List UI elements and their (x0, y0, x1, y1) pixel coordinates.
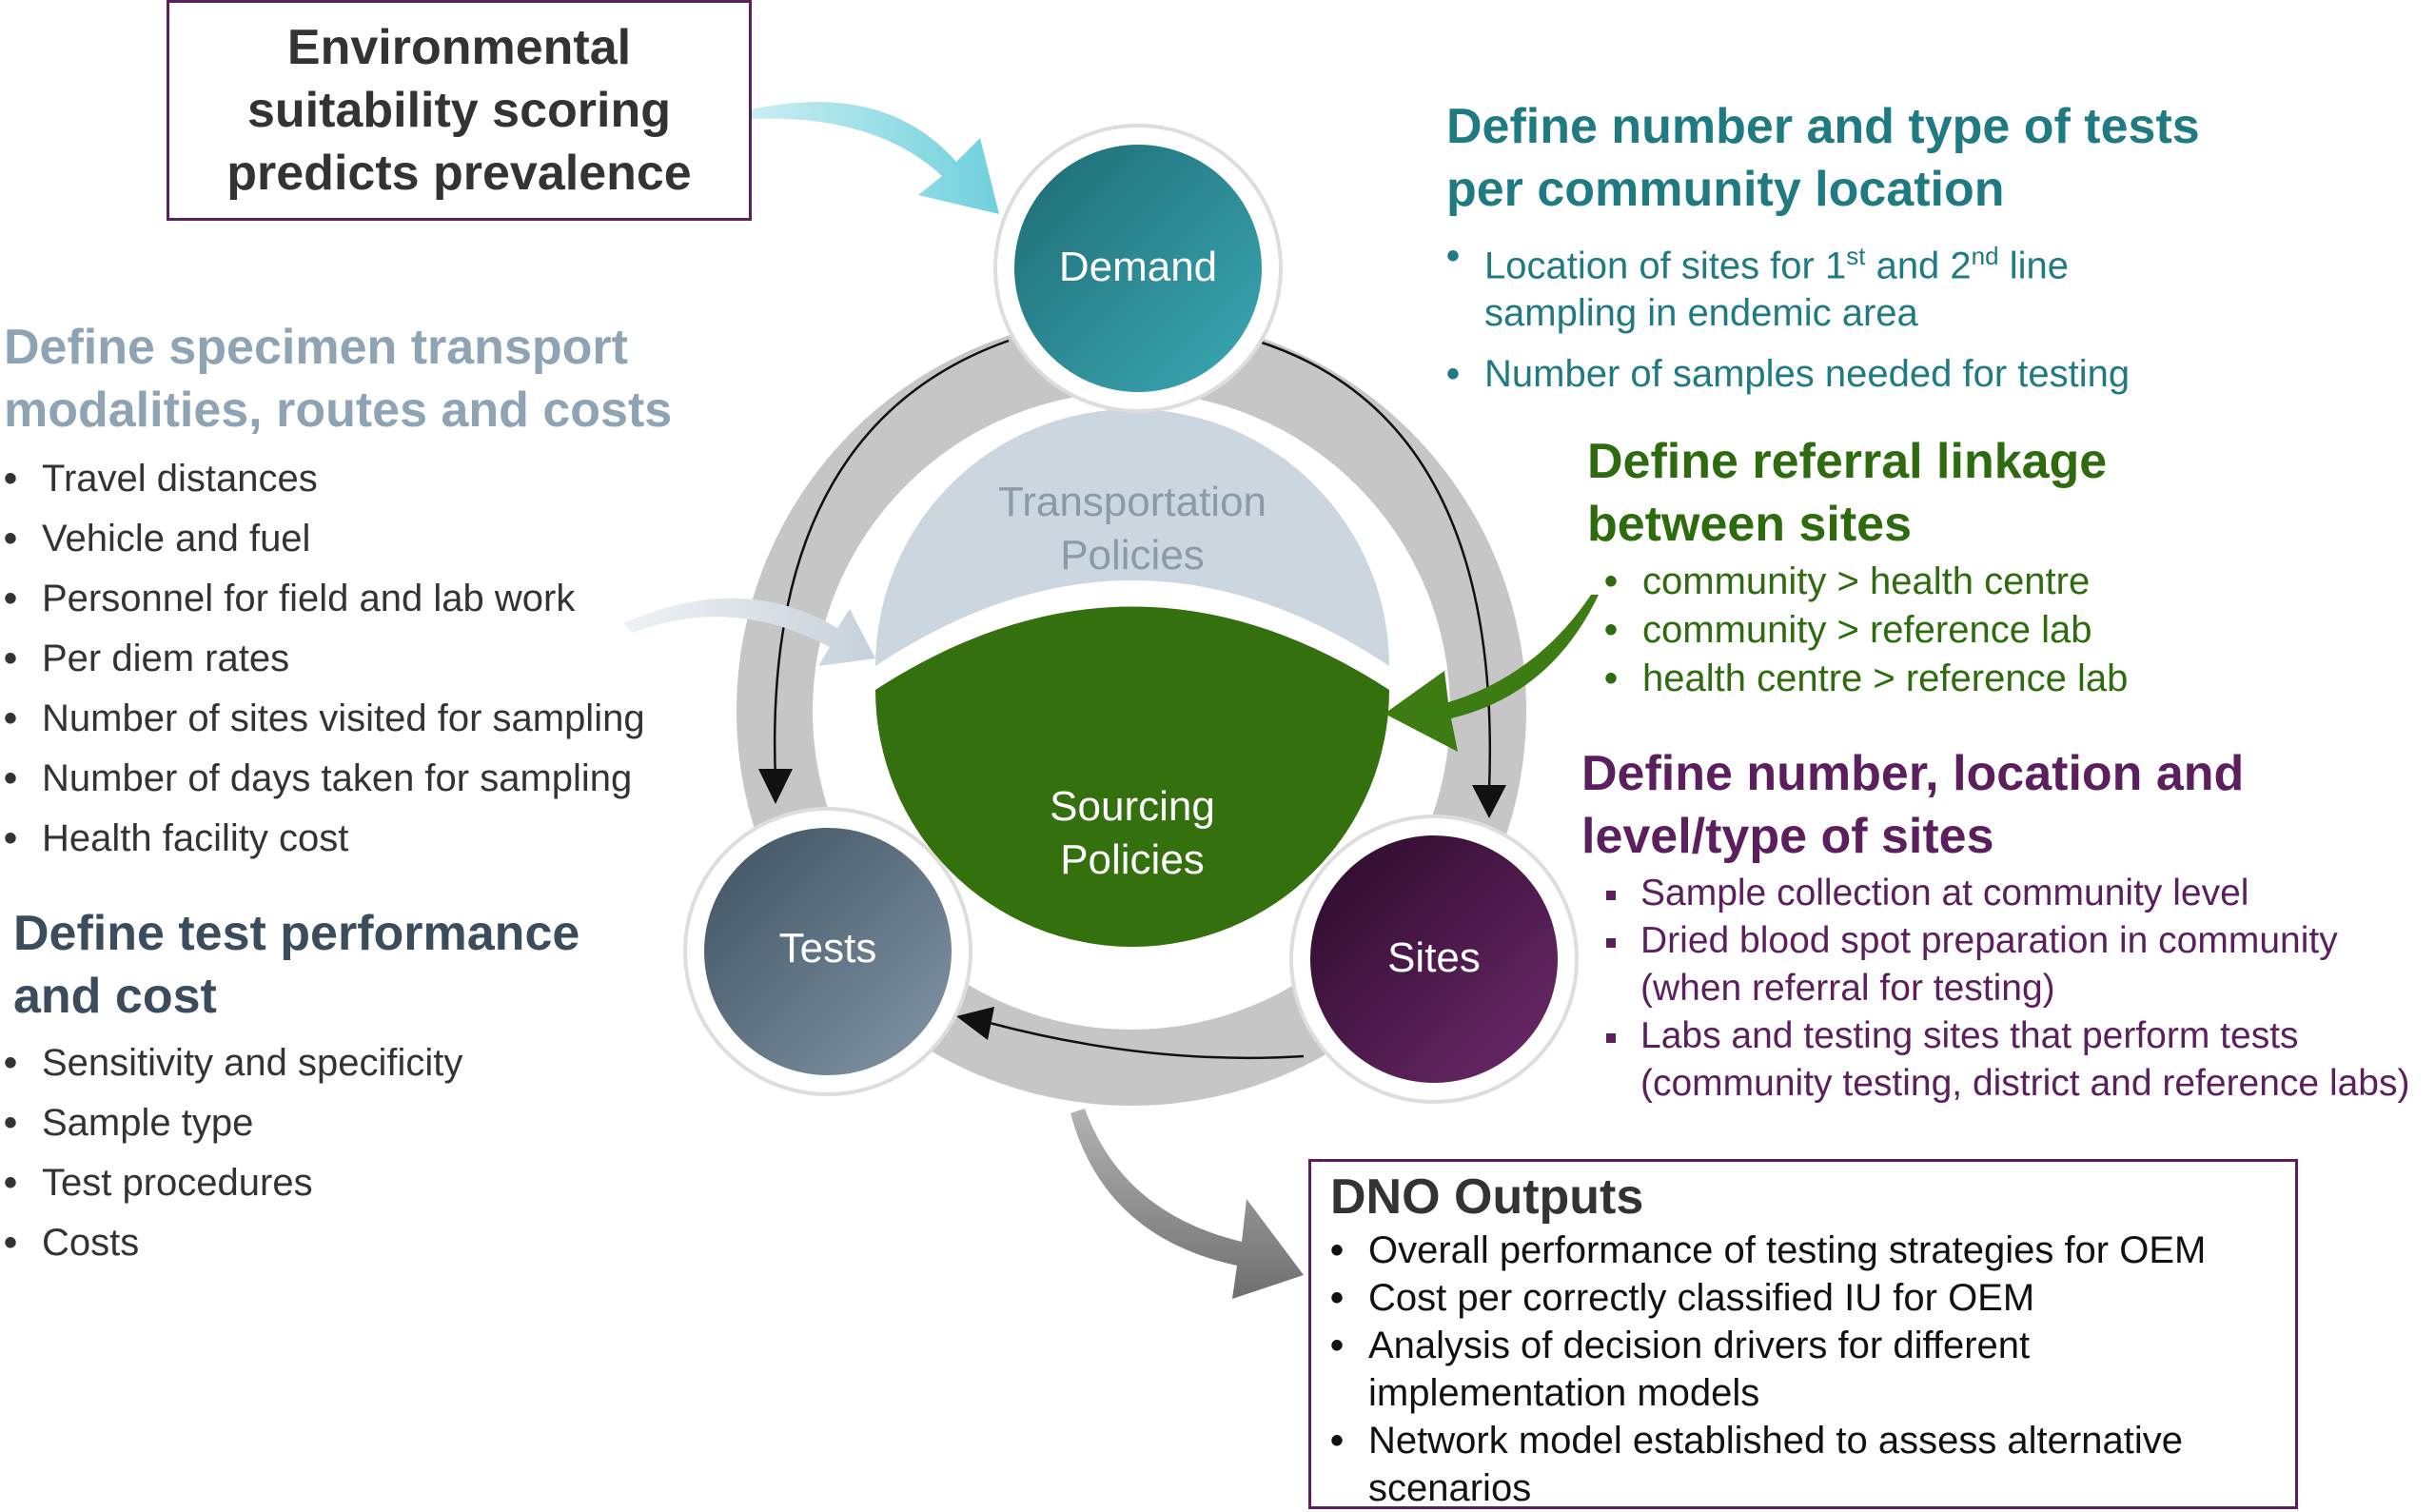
transport-panel-title: Define specimen transport modalities, ro… (4, 320, 673, 438)
cycle-arrow-head-tests-bottom (956, 1007, 994, 1040)
sites-panel: Define number, location and level/type o… (1581, 742, 2433, 1108)
test-item: Sensitivity and specificity (4, 1033, 660, 1093)
transport-item: Travel distances (4, 449, 727, 509)
transport-item: Health facility cost (4, 809, 727, 869)
dno-item: Network model established to assess alte… (1330, 1417, 2263, 1512)
demand-panel-title: Define number and type of tests per comm… (1446, 99, 2200, 217)
dno-item: Overall performance of testing strategie… (1330, 1227, 2278, 1274)
transport-item: Vehicle and fuel (4, 509, 727, 569)
referral-item: community > reference lab (1604, 606, 2196, 655)
cycle-arrow-demand-to-tests (773, 339, 1010, 781)
referral-item: health centre > reference lab (1604, 655, 2196, 703)
demand-label: Demand (1058, 244, 1218, 290)
dno-item: Cost per correctly classified IU for OEM (1330, 1274, 2278, 1322)
test-item: Test procedures (4, 1153, 660, 1213)
sites-item: Dried blood spot preparation in communit… (1600, 917, 2421, 1012)
test-panel-title: Define test performance and cost (13, 906, 580, 1024)
transportation-policies-label: Transportation Policies (997, 479, 1267, 579)
demand-panel-list: Location of sites for 1st and 2nd line s… (1446, 232, 2208, 398)
transport-item: Personnel for field and lab work (4, 569, 727, 629)
referral-panel-title: Define referral linkage between sites (1587, 434, 2108, 552)
demand-item: Number of samples needed for testing (1446, 350, 2208, 398)
demand-panel: Define number and type of tests per comm… (1446, 95, 2208, 398)
sites-item: Sample collection at community level (1600, 870, 2433, 917)
sites-label: Sites (1387, 934, 1481, 981)
env-input-arrow (752, 102, 999, 214)
dno-outputs-box: DNO Outputs Overall performance of testi… (1308, 1159, 2298, 1509)
tests-label: Tests (778, 925, 877, 972)
sourcing-policies-shape (875, 606, 1389, 947)
transportation-policies-shape (875, 409, 1389, 666)
dno-item: Analysis of decision drivers for differe… (1330, 1322, 2091, 1417)
transport-panel-list: Travel distances Vehicle and fuel Person… (4, 449, 727, 869)
transport-panel: Define specimen transport modalities, ro… (4, 316, 727, 869)
demand-item: Location of sites for 1st and 2nd line s… (1446, 232, 2208, 337)
referral-input-arrow (1384, 595, 1599, 752)
transport-item: Number of days taken for sampling (4, 749, 727, 809)
transport-item: Per diem rates (4, 629, 727, 689)
sites-item: Labs and testing sites that perform test… (1600, 1012, 2433, 1108)
cycle-arrow-head-tests (758, 769, 793, 804)
dno-output-arrow (1070, 1109, 1304, 1299)
test-item: Sample type (4, 1093, 660, 1153)
dno-outputs-list: Overall performance of testing strategie… (1330, 1227, 2278, 1512)
sites-panel-list: Sample collection at community level Dri… (1600, 870, 2433, 1108)
referral-panel: Define referral linkage between sites co… (1587, 430, 2196, 703)
tests-node (704, 828, 952, 1075)
environmental-suitability-text: Environmental suitability scoring predic… (226, 20, 692, 201)
demand-node (1014, 145, 1262, 392)
referral-item: community > health centre (1604, 558, 2196, 606)
transport-item: Number of sites visited for sampling (4, 689, 727, 749)
cycle-arrow-head-sites (1472, 785, 1506, 818)
test-item: Costs (4, 1213, 660, 1273)
referral-panel-list: community > health centre community > re… (1604, 558, 2196, 703)
test-panel-list: Sensitivity and specificity Sample type … (4, 1033, 660, 1273)
sites-node (1310, 835, 1558, 1083)
cycle-arrow-sites-to-tests (989, 1021, 1305, 1060)
test-panel: Define test performance and cost Sensiti… (4, 902, 660, 1273)
sites-panel-title: Define number, location and level/type o… (1581, 746, 2245, 864)
dno-outputs-title: DNO Outputs (1330, 1169, 1644, 1225)
sourcing-policies-label: Sourcing Policies (1050, 783, 1215, 883)
environmental-suitability-box: Environmental suitability scoring predic… (167, 0, 752, 221)
